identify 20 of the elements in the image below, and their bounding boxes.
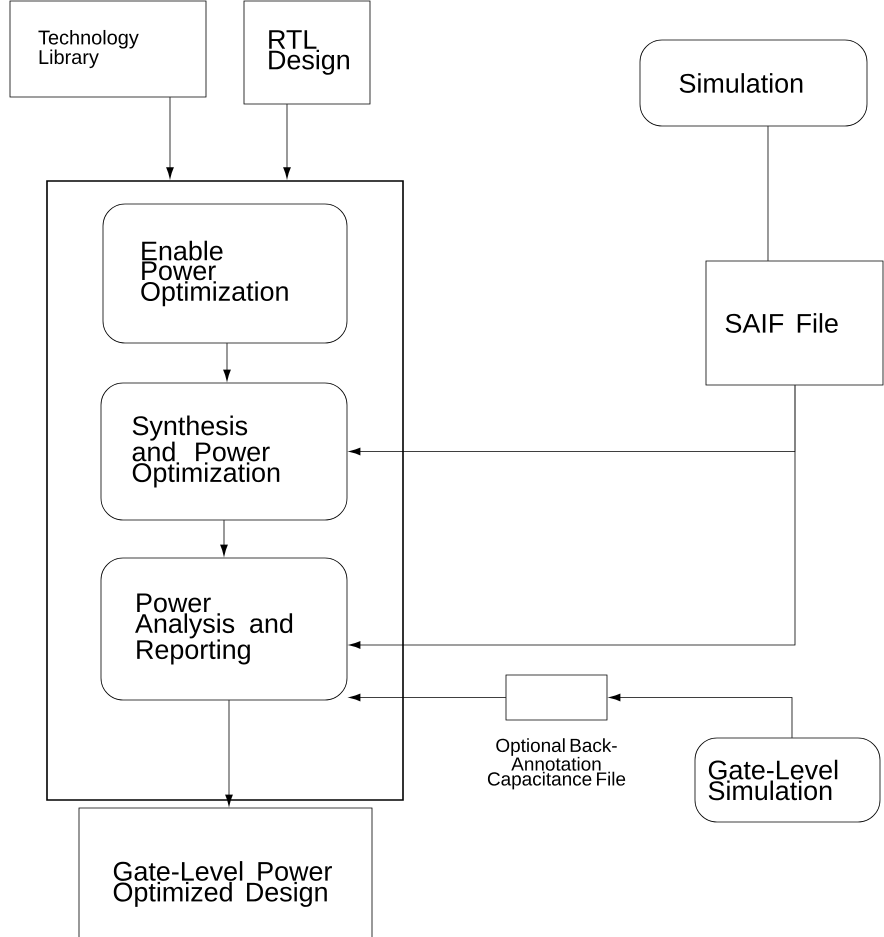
arrow [349,694,506,702]
caption-text: Optional Back-Annotation Capacitance File [488,738,626,790]
input-box: RTL Design [244,0,370,104]
output-box: Gate-Level Power Optimized Design [78,808,372,937]
arrow [225,700,233,806]
file-box: SAIF File [706,260,884,386]
process-box: Simulation [640,40,868,126]
arrow [349,385,796,649]
arrow [166,97,174,179]
arrow [223,343,231,382]
input-box: Technology Library [10,0,206,98]
arrow [283,104,291,179]
container-box [46,180,404,801]
process-box: Enable Power Optimization [102,204,348,344]
process-box: Power Analysis and Reporting [100,558,348,700]
arrow [608,694,792,738]
arrow [220,520,228,556]
process-box: Synthesis and Power Optimization [100,382,348,520]
process-box: Gate-Level Simulation [694,738,880,822]
file-box [506,674,608,720]
